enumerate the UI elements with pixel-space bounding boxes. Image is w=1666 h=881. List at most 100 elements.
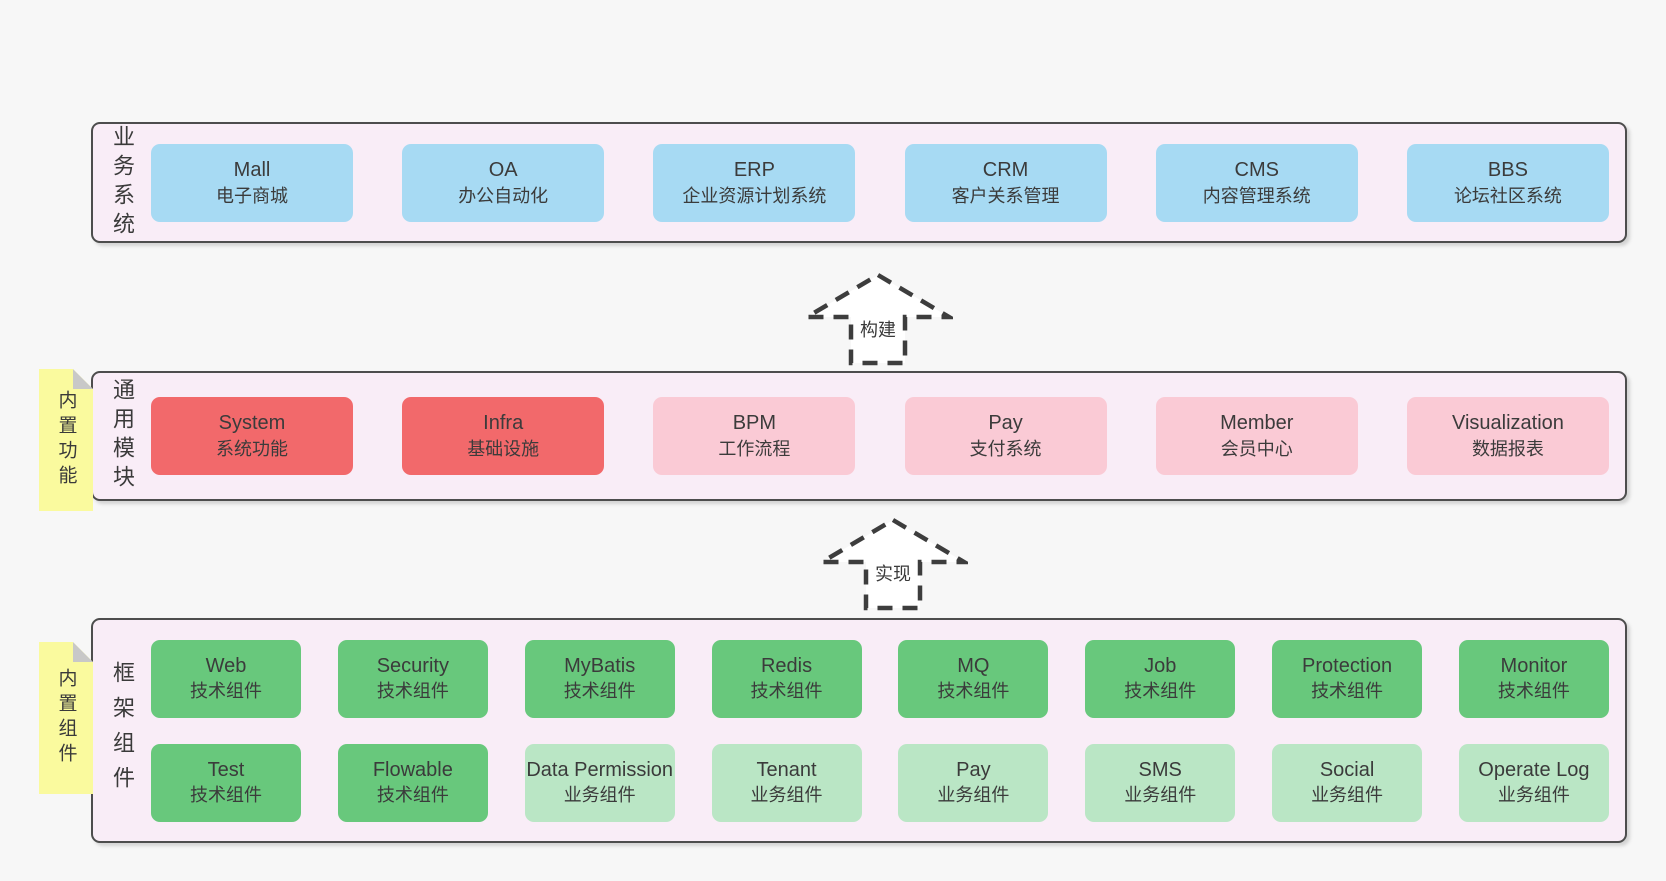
- box-title: Protection: [1302, 655, 1393, 678]
- box-infra: Infra 基础设施: [402, 397, 605, 475]
- box-subtitle: 会员中心: [1220, 439, 1293, 460]
- box-subtitle: 支付系统: [969, 439, 1042, 460]
- box-subtitle: 技术组件: [1124, 680, 1197, 701]
- box-web: Web 技术组件: [151, 639, 301, 718]
- box-title: Pay: [988, 412, 1023, 435]
- box-subtitle: 业务组件: [1124, 784, 1197, 805]
- box-title: CMS: [1234, 158, 1279, 181]
- box-subtitle: 技术组件: [750, 680, 823, 701]
- box-title: Security: [376, 655, 449, 678]
- box-subtitle: 办公自动化: [458, 185, 549, 206]
- box-subtitle: 技术组件: [563, 680, 636, 701]
- box-member: Member 会员中心: [1155, 397, 1358, 475]
- box-pay-system: Pay 支付系统: [904, 397, 1107, 475]
- components-layer-label: 框架组件: [110, 660, 135, 801]
- box-operate-log: Operate Log 业务组件: [1458, 743, 1609, 822]
- box-subtitle: 业务组件: [1497, 784, 1570, 805]
- box-subtitle: 工作流程: [718, 439, 791, 460]
- components-row-1: Web 技术组件 Security 技术组件 MyBatis 技术组件 Redi…: [151, 639, 1609, 718]
- box-subtitle: 业务组件: [750, 784, 823, 805]
- implement-arrow-label: 实现: [872, 560, 914, 586]
- box-sms: SMS 业务组件: [1085, 743, 1236, 822]
- box-title: Social: [1319, 759, 1375, 782]
- folded-corner-icon: [73, 642, 93, 662]
- build-arrow-icon: 构建: [803, 272, 953, 366]
- box-redis: Redis 技术组件: [711, 639, 862, 718]
- box-subtitle: 客户关系管理: [951, 185, 1060, 206]
- box-title: Test: [207, 759, 245, 782]
- implement-arrow-icon: 实现: [818, 516, 968, 612]
- builtin-components-label: 内置组件: [55, 668, 77, 768]
- box-subtitle: 基础设施: [467, 439, 540, 460]
- box-title: Redis: [760, 655, 813, 678]
- box-title: MyBatis: [564, 655, 636, 678]
- box-subtitle: 企业资源计划系统: [682, 185, 827, 206]
- box-bpm: BPM 工作流程: [653, 397, 856, 475]
- box-crm: CRM 客户关系管理: [904, 143, 1107, 222]
- box-visualization: Visualization 数据报表: [1406, 397, 1609, 475]
- box-security: Security 技术组件: [337, 639, 488, 718]
- box-mall: Mall 电子商城: [151, 143, 353, 222]
- box-title: Pay: [956, 759, 991, 782]
- box-subtitle: 技术组件: [376, 784, 449, 805]
- box-title: Job: [1144, 655, 1177, 678]
- box-title: Infra: [483, 412, 524, 435]
- box-subtitle: 系统功能: [216, 439, 288, 460]
- box-title: Operate Log: [1478, 759, 1590, 782]
- builtin-functions-note: 内置功能: [39, 369, 93, 511]
- box-job: Job 技术组件: [1085, 639, 1236, 718]
- modules-boxes-row: System 系统功能 Infra 基础设施 BPM 工作流程 Pay 支付系统…: [151, 373, 1625, 499]
- box-title: System: [218, 412, 286, 435]
- box-test: Test 技术组件: [151, 743, 301, 822]
- layer-side-label-area: 业务系统: [93, 124, 151, 241]
- box-title: Monitor: [1500, 655, 1568, 678]
- box-title: BBS: [1487, 158, 1528, 181]
- box-oa: OA 办公自动化: [402, 143, 605, 222]
- box-title: SMS: [1138, 759, 1182, 782]
- box-subtitle: 技术组件: [937, 680, 1010, 701]
- box-title: Flowable: [372, 759, 453, 782]
- layer-framework-components: 内置组件 框架组件 Web 技术组件 Security 技术组件 MyBatis…: [91, 618, 1627, 843]
- box-subtitle: 技术组件: [1311, 680, 1384, 701]
- layer-common-modules: 内置功能 通用模块 System 系统功能 Infra 基础设施 BPM 工作流…: [91, 371, 1627, 501]
- box-cms: CMS 内容管理系统: [1155, 143, 1358, 222]
- box-tenant: Tenant 业务组件: [711, 743, 862, 822]
- box-subtitle: 技术组件: [190, 784, 262, 805]
- business-layer-label: 业务系统: [110, 124, 135, 241]
- box-title: ERP: [733, 158, 775, 181]
- box-subtitle: 业务组件: [937, 784, 1010, 805]
- box-flowable: Flowable 技术组件: [337, 743, 488, 822]
- box-system: System 系统功能: [151, 397, 353, 475]
- folded-corner-icon: [73, 369, 93, 389]
- box-subtitle: 论坛社区系统: [1453, 185, 1562, 206]
- box-subtitle: 电子商城: [216, 185, 288, 206]
- box-bbs: BBS 论坛社区系统: [1406, 143, 1609, 222]
- components-row-2: Test 技术组件 Flowable 技术组件 Data Permission …: [151, 743, 1609, 822]
- box-mybatis: MyBatis 技术组件: [524, 639, 675, 718]
- box-pay-component: Pay 业务组件: [898, 743, 1049, 822]
- box-title: Tenant: [756, 759, 817, 782]
- box-title: MQ: [957, 655, 990, 678]
- business-boxes-row: Mall 电子商城 OA 办公自动化 ERP 企业资源计划系统 CRM 客户关系…: [151, 124, 1625, 241]
- box-subtitle: 技术组件: [190, 680, 262, 701]
- box-mq: MQ 技术组件: [898, 639, 1049, 718]
- layer-side-label-area: 通用模块: [93, 373, 151, 499]
- box-protection: Protection 技术组件: [1272, 639, 1423, 718]
- build-arrow-label: 构建: [857, 316, 899, 342]
- box-title: Mall: [233, 158, 271, 181]
- box-data-permission: Data Permission 业务组件: [524, 743, 675, 822]
- box-title: Data Permission: [526, 759, 674, 782]
- box-subtitle: 业务组件: [1311, 784, 1384, 805]
- box-monitor: Monitor 技术组件: [1458, 639, 1609, 718]
- box-title: Visualization: [1451, 412, 1564, 435]
- box-title: BPM: [732, 412, 777, 435]
- layer-business-systems: 业务系统 Mall 电子商城 OA 办公自动化 ERP 企业资源计划系统 CRM…: [91, 122, 1627, 243]
- modules-layer-label: 通用模块: [110, 378, 135, 494]
- box-subtitle: 技术组件: [1497, 680, 1570, 701]
- box-subtitle: 数据报表: [1471, 439, 1544, 460]
- layer-side-label-area: 框架组件: [93, 620, 151, 841]
- builtin-components-note: 内置组件: [39, 642, 93, 794]
- builtin-functions-label: 内置功能: [55, 390, 77, 490]
- box-erp: ERP 企业资源计划系统: [653, 143, 856, 222]
